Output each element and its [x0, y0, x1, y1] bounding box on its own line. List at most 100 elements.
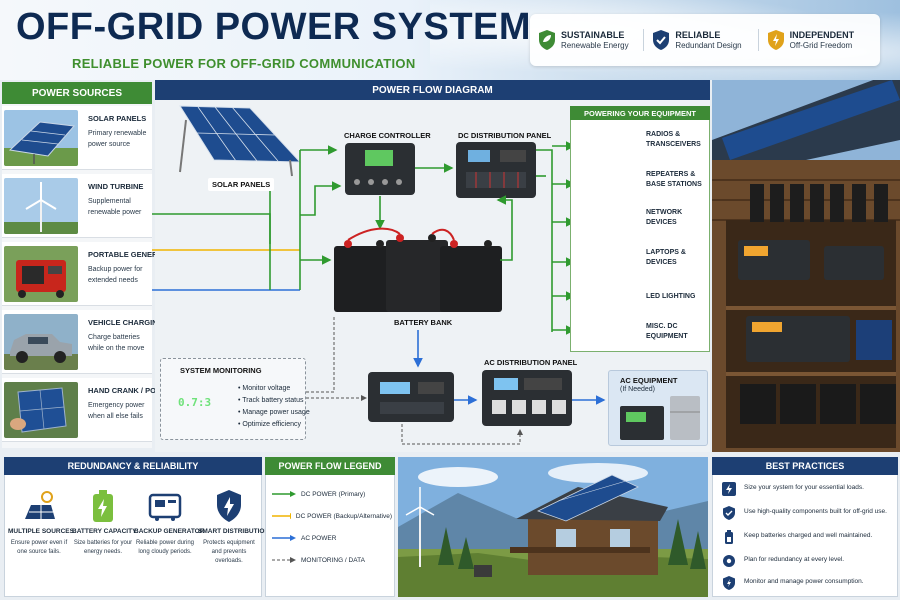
charge-controller-graphic: [345, 143, 415, 195]
vehicle-photo: [4, 314, 78, 370]
redundancy-desc: Reliable power during long cloudy period…: [135, 540, 195, 555]
badge-title: RELIABLE: [675, 29, 721, 40]
equipment-panel: [570, 106, 710, 352]
source-desc: Supplemental renewable power: [88, 198, 142, 216]
source-wind-turbine: WIND TURBINE Supplemental renewable powe…: [2, 174, 152, 238]
power-sources-heading: POWER SOURCES: [2, 82, 152, 104]
lightning-shield-icon: [217, 490, 241, 522]
ac-equipment-title: AC EQUIPMENT: [620, 376, 678, 385]
redundancy-battery-capacity: BATTERY CAPACITY Size batteries for your…: [72, 488, 137, 557]
badge-title: INDEPENDENT: [789, 29, 855, 40]
legend-label: DC POWER (Backup/Alternative): [295, 512, 392, 520]
equipment-item-misc: MISC. DC EQUIPMENT: [646, 323, 688, 340]
best-practice-text: Monitor and manage power consumption.: [744, 578, 864, 585]
portable-charger-photo: [4, 382, 78, 438]
solar-array-graphic: [179, 105, 302, 177]
source-title: WIND TURBINE: [88, 182, 144, 191]
generator-photo: [4, 246, 78, 302]
best-practice-item: Keep batteries charged and well maintain…: [722, 530, 892, 554]
redundancy-desc: Ensure power even if one source fails.: [10, 540, 68, 555]
legend-item-monitoring: MONITORING / DATA: [272, 554, 392, 566]
redundancy-title: SMART DISTRIBUTION: [198, 528, 270, 535]
equipment-item-repeaters: REPEATERS & BASE STATIONS: [646, 171, 702, 188]
solar-panels-photo: [4, 110, 78, 166]
redundancy-title: BATTERY CAPACITY: [72, 528, 137, 535]
badge-sub: Renewable Energy: [561, 40, 629, 50]
monitor-display-readout: 0.7:3: [178, 396, 212, 409]
redundancy-desc: Protects equipment and prevents overload…: [203, 540, 255, 564]
source-desc: Charge batteries while on the move: [88, 334, 145, 352]
source-desc: Backup power for extended needs: [88, 266, 143, 284]
source-solar-panels: SOLAR PANELS Primary renewable power sou…: [2, 106, 152, 170]
best-practice-text: Use high-quality components built for of…: [744, 508, 887, 515]
redundancy-heading: REDUNDANCY & RELIABILITY: [4, 457, 262, 475]
badge-sustainable: SUSTAINABLE Renewable Energy: [538, 29, 643, 51]
badge-reliable: RELIABLE Redundant Design: [643, 29, 757, 51]
cabin-equipment-photo: [712, 80, 900, 452]
source-title: VEHICLE CHARGING: [88, 318, 164, 327]
best-practice-text: Size your system for your essential load…: [744, 484, 864, 491]
ac-equipment-sub: (If Needed): [620, 386, 656, 393]
redundancy-backup-generator: BACKUP GENERATOR Reliable power during l…: [134, 488, 204, 557]
legend-swatch: [272, 557, 296, 563]
gear-icon: [723, 555, 735, 567]
legend-label: AC POWER: [301, 534, 337, 542]
legend-swatch: [272, 535, 296, 541]
generator-icon: [148, 493, 182, 521]
badge-sub: Redundant Design: [675, 40, 742, 50]
best-practice-item: Monitor and manage power consumption.: [722, 576, 892, 600]
redundancy-smart-distribution: SMART DISTRIBUTION Protects equipment an…: [198, 488, 270, 566]
monitoring-item: • Track battery status: [238, 397, 304, 404]
equipment-item-laptops: LAPTOPS & DEVICES: [646, 249, 686, 266]
legend-label: MONITORING / DATA: [301, 556, 365, 564]
source-title: SOLAR PANELS: [88, 114, 147, 123]
best-practice-item: Size your system for your essential load…: [722, 482, 892, 506]
legend-item-ac: AC POWER: [272, 532, 392, 544]
inverter-graphic: [368, 372, 454, 422]
system-monitoring-title: SYSTEM MONITORING: [180, 366, 262, 375]
badge-title: SUSTAINABLE: [561, 29, 625, 40]
best-practices-panel: [712, 457, 898, 597]
battery-bank-label: BATTERY BANK: [394, 318, 453, 327]
source-portable-generator: PORTABLE GENERATOR Backup power for exte…: [2, 242, 178, 306]
monitoring-item: • Manage power usage: [238, 409, 310, 416]
redundancy-desc: Size batteries for your energy needs.: [73, 540, 133, 555]
badge-independent: INDEPENDENT Off-Grid Freedom: [757, 29, 872, 51]
charge-controller-label: CHARGE CONTROLLER: [344, 131, 431, 140]
battery-icon: [725, 530, 733, 544]
best-practice-item: Plan for redundancy at every level.: [722, 554, 892, 578]
equipment-heading: POWERING YOUR EQUIPMENT: [570, 106, 710, 120]
badge-sub: Off-Grid Freedom: [789, 40, 853, 50]
equipment-item-network: NETWORK DEVICES: [646, 209, 683, 226]
dc-distribution-graphic: [456, 142, 536, 198]
legend-label: DC POWER (Primary): [301, 490, 366, 498]
ac-distribution-label: AC DISTRIBUTION PANEL: [484, 358, 578, 367]
legend-item-dc-primary: DC POWER (Primary): [272, 488, 392, 500]
off-grid-cabin-landscape: [398, 457, 708, 597]
system-monitoring-box: [160, 358, 306, 440]
lightning-icon: [722, 482, 736, 496]
legend-heading: POWER FLOW LEGEND: [265, 457, 395, 475]
solar-panels-label: SOLAR PANELS: [208, 178, 275, 191]
feature-badges: SUSTAINABLE Renewable Energy RELIABLE Re…: [530, 14, 880, 66]
check-shield-icon: [723, 506, 735, 520]
best-practice-item: Use high-quality components built for of…: [722, 506, 892, 530]
solar-sun-icon: [25, 491, 55, 519]
ac-distribution-graphic: [482, 370, 572, 426]
battery-icon: [93, 490, 113, 522]
legend-panel: [265, 457, 395, 597]
check-shield-icon: [653, 30, 670, 50]
best-practice-text: Keep batteries charged and well maintain…: [744, 532, 873, 539]
legend-swatch: [272, 491, 296, 497]
battery-bank-graphic: [334, 227, 502, 312]
page-title: OFF-GRID POWER SYSTEM: [16, 6, 532, 48]
redundancy-title: MULTIPLE SOURCES: [8, 528, 74, 535]
wind-turbine-photo: [4, 178, 78, 234]
monitoring-list: • Monitor voltage • Track battery status…: [238, 383, 310, 431]
power-flow-heading: POWER FLOW DIAGRAM: [155, 80, 710, 100]
source-desc: Emergency power when all else fails: [88, 402, 145, 420]
legend-item-dc-backup: DC POWER (Backup/Alternative): [272, 510, 392, 522]
page-subtitle: RELIABLE POWER FOR OFF-GRID COMMUNICATIO…: [72, 56, 416, 71]
monitoring-item: • Optimize efficiency: [238, 421, 302, 428]
source-vehicle-charging: VEHICLE CHARGING Charge batteries while …: [2, 310, 163, 374]
